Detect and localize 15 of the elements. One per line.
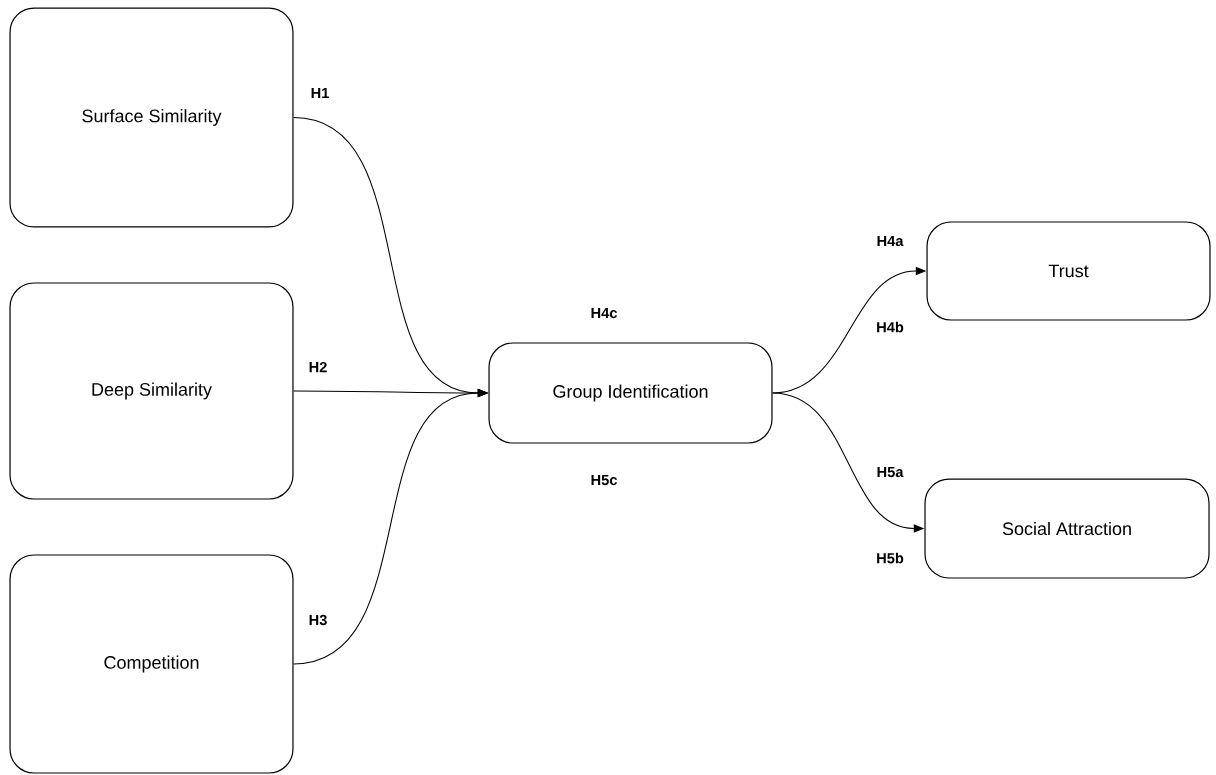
hypothesis-label: H4a [877,235,904,247]
process-box: Deep Similarity [9,282,294,500]
process-box: Group Identification [488,342,773,444]
process-box: Competition [9,554,294,774]
edge-label: H2 [307,360,329,374]
process-box: Social Attraction [924,478,1210,579]
hypothesis-label: H4c [591,307,617,319]
hypothesis-label: H4b [877,321,904,333]
hypothesis-label: H5b [877,552,904,564]
hypothesis-label: H5a [877,466,904,478]
hypothesis-label: H5c [591,474,617,486]
edge-label: H1 [309,86,331,100]
process-box: Surface Similarity [9,7,294,228]
edge-label: H3 [307,613,329,627]
process-box: Trust [926,221,1211,321]
